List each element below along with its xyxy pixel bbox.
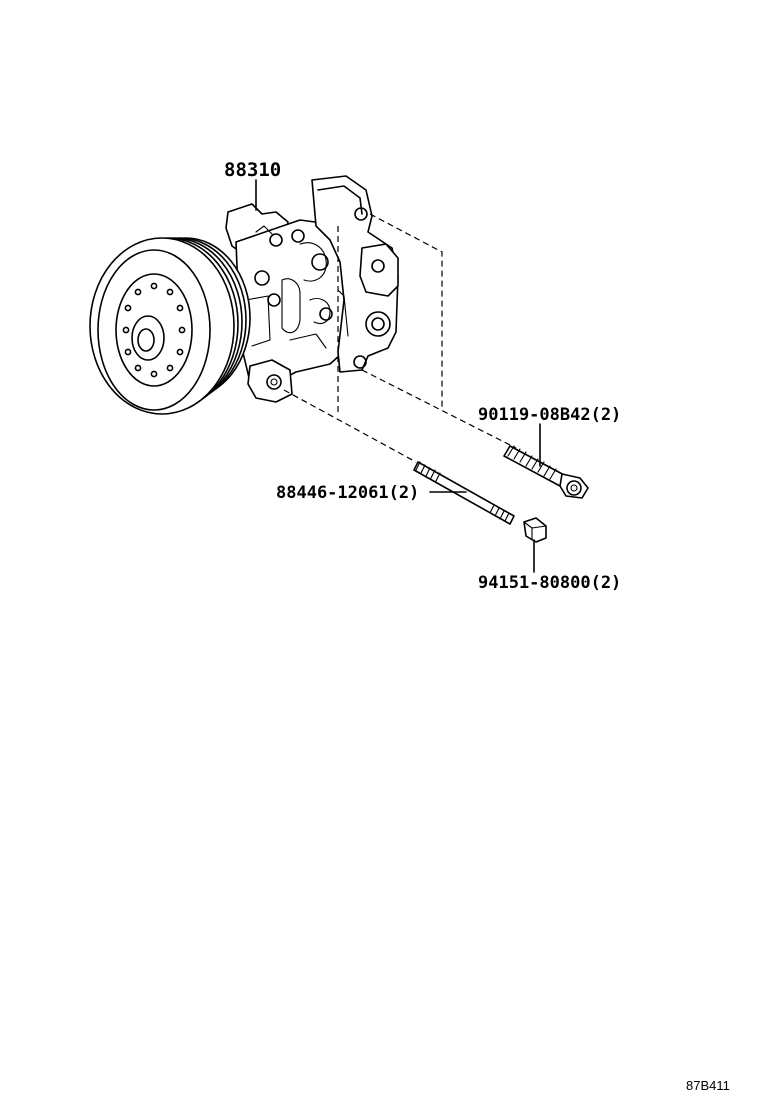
label-compressor[interactable]: 88310 — [224, 159, 281, 181]
label-nut[interactable]: 94151-80800(2) — [478, 573, 621, 593]
installation-lines — [283, 213, 517, 463]
hub-holes — [122, 282, 186, 378]
leader-lines — [255, 179, 541, 573]
label-bolt[interactable]: 90119-08B42(2) — [478, 405, 621, 425]
compressor-assembly[interactable] — [89, 175, 399, 415]
nut-94151[interactable] — [523, 517, 547, 543]
compressor-body — [225, 175, 399, 403]
clutch-pulley — [89, 237, 251, 415]
label-stud[interactable]: 88446-12061(2) — [276, 483, 419, 503]
reference-code: 87B411 — [686, 1078, 730, 1093]
bolt-90119[interactable] — [503, 445, 589, 499]
stud-88446[interactable] — [413, 461, 515, 525]
